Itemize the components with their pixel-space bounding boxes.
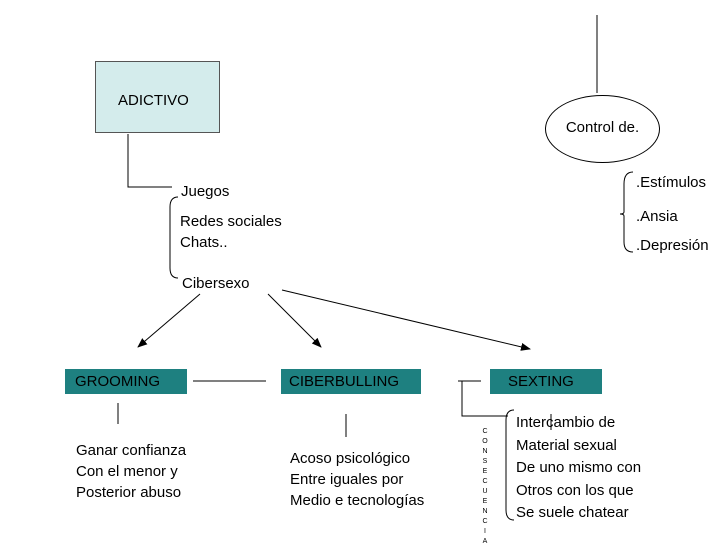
control-bracket — [619, 171, 634, 253]
sexting-desc-line: Material sexual — [516, 436, 617, 454]
sexting-desc-line: De uno mismo con — [516, 459, 642, 476]
consecuencia-letter: E — [482, 468, 488, 475]
consecuencia-letter: E — [482, 498, 488, 505]
consecuencia-letter: C — [482, 478, 488, 485]
consecuencia-letter: N — [482, 448, 488, 455]
control-label: Control de. — [565, 119, 640, 136]
grooming-desc-line: Posterior abuso — [76, 484, 182, 501]
sexting-bracket — [505, 409, 515, 521]
consecuencia-letter: I — [484, 528, 486, 535]
ciberbulling-desc-line: Entre iguales por — [290, 471, 404, 488]
consecuencia-connector — [461, 381, 508, 417]
consecuencia-letter: U — [482, 488, 488, 495]
consecuencia-letter: O — [482, 438, 488, 445]
sexting-desc-line: Otros con los que — [516, 481, 634, 499]
grooming-label: GROOMING — [75, 373, 160, 390]
adictivo-connector — [127, 134, 172, 188]
items-bracket — [169, 196, 179, 279]
control-item: .Depresión — [636, 237, 709, 254]
juegos-label: Juegos — [181, 183, 230, 200]
consecuencia-letter: C — [482, 428, 488, 435]
grooming-description: Ganar confianza Con el menor y Posterior… — [76, 440, 186, 503]
control-item: .Ansia — [636, 208, 678, 225]
consecuencia-letter: C — [482, 518, 488, 525]
grooming-node: GROOMING — [65, 369, 187, 394]
arrow-ciberbulling — [267, 293, 322, 348]
arrow-sexting — [281, 289, 531, 351]
adictivo-node: ADICTIVO — [95, 61, 220, 133]
arrow-grooming — [137, 293, 201, 348]
sexting-desc-line: Se suele chatear — [516, 504, 629, 521]
ciberbulling-desc-line: Medio e tecnologías — [290, 492, 425, 509]
control-item: .Estímulos — [636, 174, 707, 191]
ciberbulling-desc-line: Acoso psicológico — [290, 450, 411, 467]
cibersexo-label: Cibersexo — [182, 275, 250, 292]
ciberbulling-node: CIBERBULLING — [281, 369, 421, 394]
consecuencia-letter: S — [482, 458, 488, 465]
sexting-label: SEXTING — [508, 373, 574, 390]
ciberbulling-label: CIBERBULLING — [289, 373, 400, 390]
consecuencia-letter: A — [482, 538, 488, 545]
grooming-desc-line: Ganar confianza — [76, 442, 187, 459]
sexting-desc-line: Intercambio de — [516, 414, 616, 431]
redes-label: Redes sociales — [180, 213, 282, 230]
adictivo-label: ADICTIVO — [118, 92, 189, 109]
chats-label: Chats.. — [180, 234, 228, 251]
grooming-desc-line: Con el menor y — [76, 463, 178, 480]
ciberbulling-description: Acoso psicológico Entre iguales por Medi… — [290, 448, 424, 511]
consecuencia-letter: N — [482, 508, 488, 515]
sexting-node: SEXTING — [490, 369, 602, 394]
consecuencia-vertical-label: C O N S E C U E N C I A — [480, 427, 490, 547]
sexting-description: Intercambio de Material sexual De uno mi… — [516, 412, 641, 525]
control-node: Control de. — [545, 95, 660, 163]
